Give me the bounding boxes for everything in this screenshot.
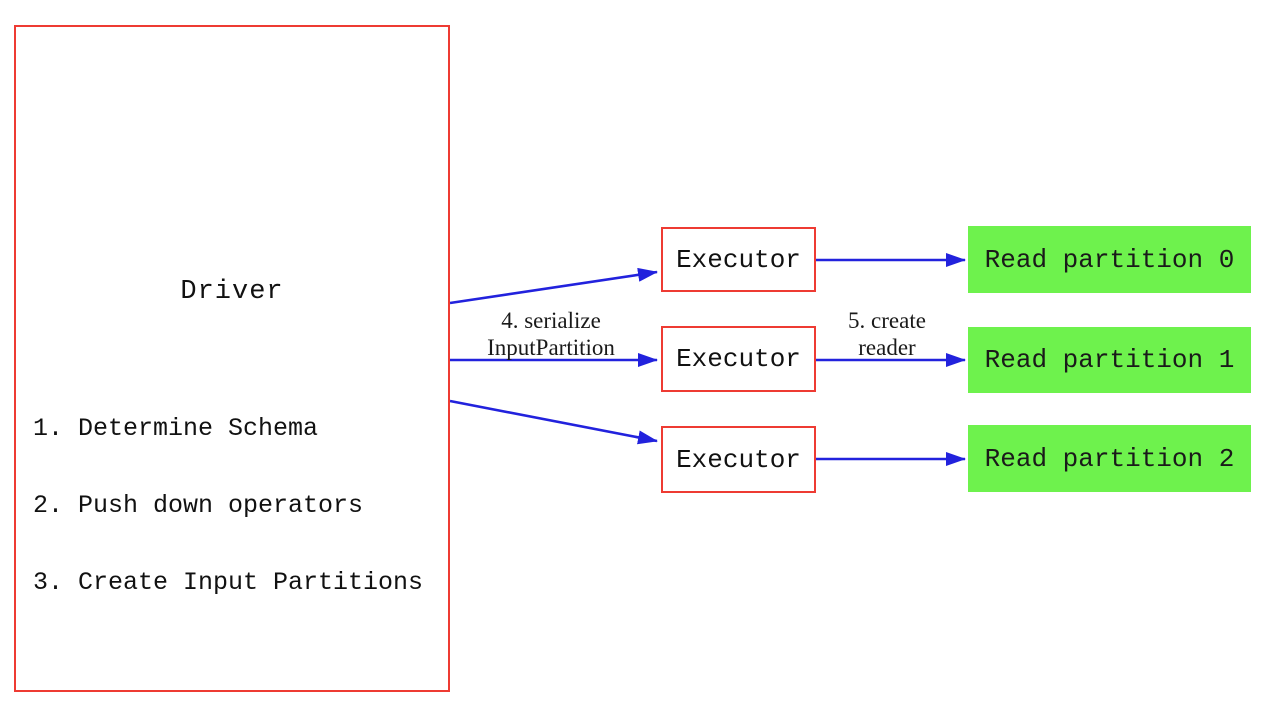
read-partition-label-1: Read partition 1 xyxy=(984,345,1235,375)
executor-label-0: Executor xyxy=(676,244,801,275)
serialize-label-line2: InputPartition xyxy=(487,335,615,360)
arrow-driver-to-executor-2 xyxy=(449,399,658,445)
read-partition-box-0: Read partition 0 xyxy=(968,226,1251,293)
driver-step-2: 2. Push down operators xyxy=(33,490,364,520)
read-partition-box-2: Read partition 2 xyxy=(968,425,1251,492)
create-reader-label: 5. create reader xyxy=(797,307,977,361)
executor-label-1: Executor xyxy=(676,344,801,374)
driver-steps-list: 1. Determine Schema 2. Push down operato… xyxy=(33,365,423,647)
driver-step-3: 3. Create Input Partitions xyxy=(33,567,424,597)
driver-box xyxy=(14,25,450,692)
read-partition-label-0: Read partition 0 xyxy=(984,244,1235,275)
executor-box-1: Executor xyxy=(661,326,816,392)
reader-label-line1: 5. create xyxy=(848,308,926,333)
arrow-driver-to-executor-0 xyxy=(449,267,658,305)
executor-box-2: Executor xyxy=(661,426,816,493)
reader-label-line2: reader xyxy=(858,335,916,360)
executor-box-0: Executor xyxy=(661,227,816,292)
read-partition-label-2: Read partition 2 xyxy=(984,443,1235,474)
serialize-inputpartition-label: 4. serialize InputPartition xyxy=(441,307,661,361)
serialize-label-line1: 4. serialize xyxy=(501,308,601,333)
read-partition-box-1: Read partition 1 xyxy=(968,327,1251,393)
driver-title: Driver xyxy=(180,277,284,307)
driver-step-1: 1. Determine Schema xyxy=(33,414,319,444)
executor-label-2: Executor xyxy=(676,444,801,475)
